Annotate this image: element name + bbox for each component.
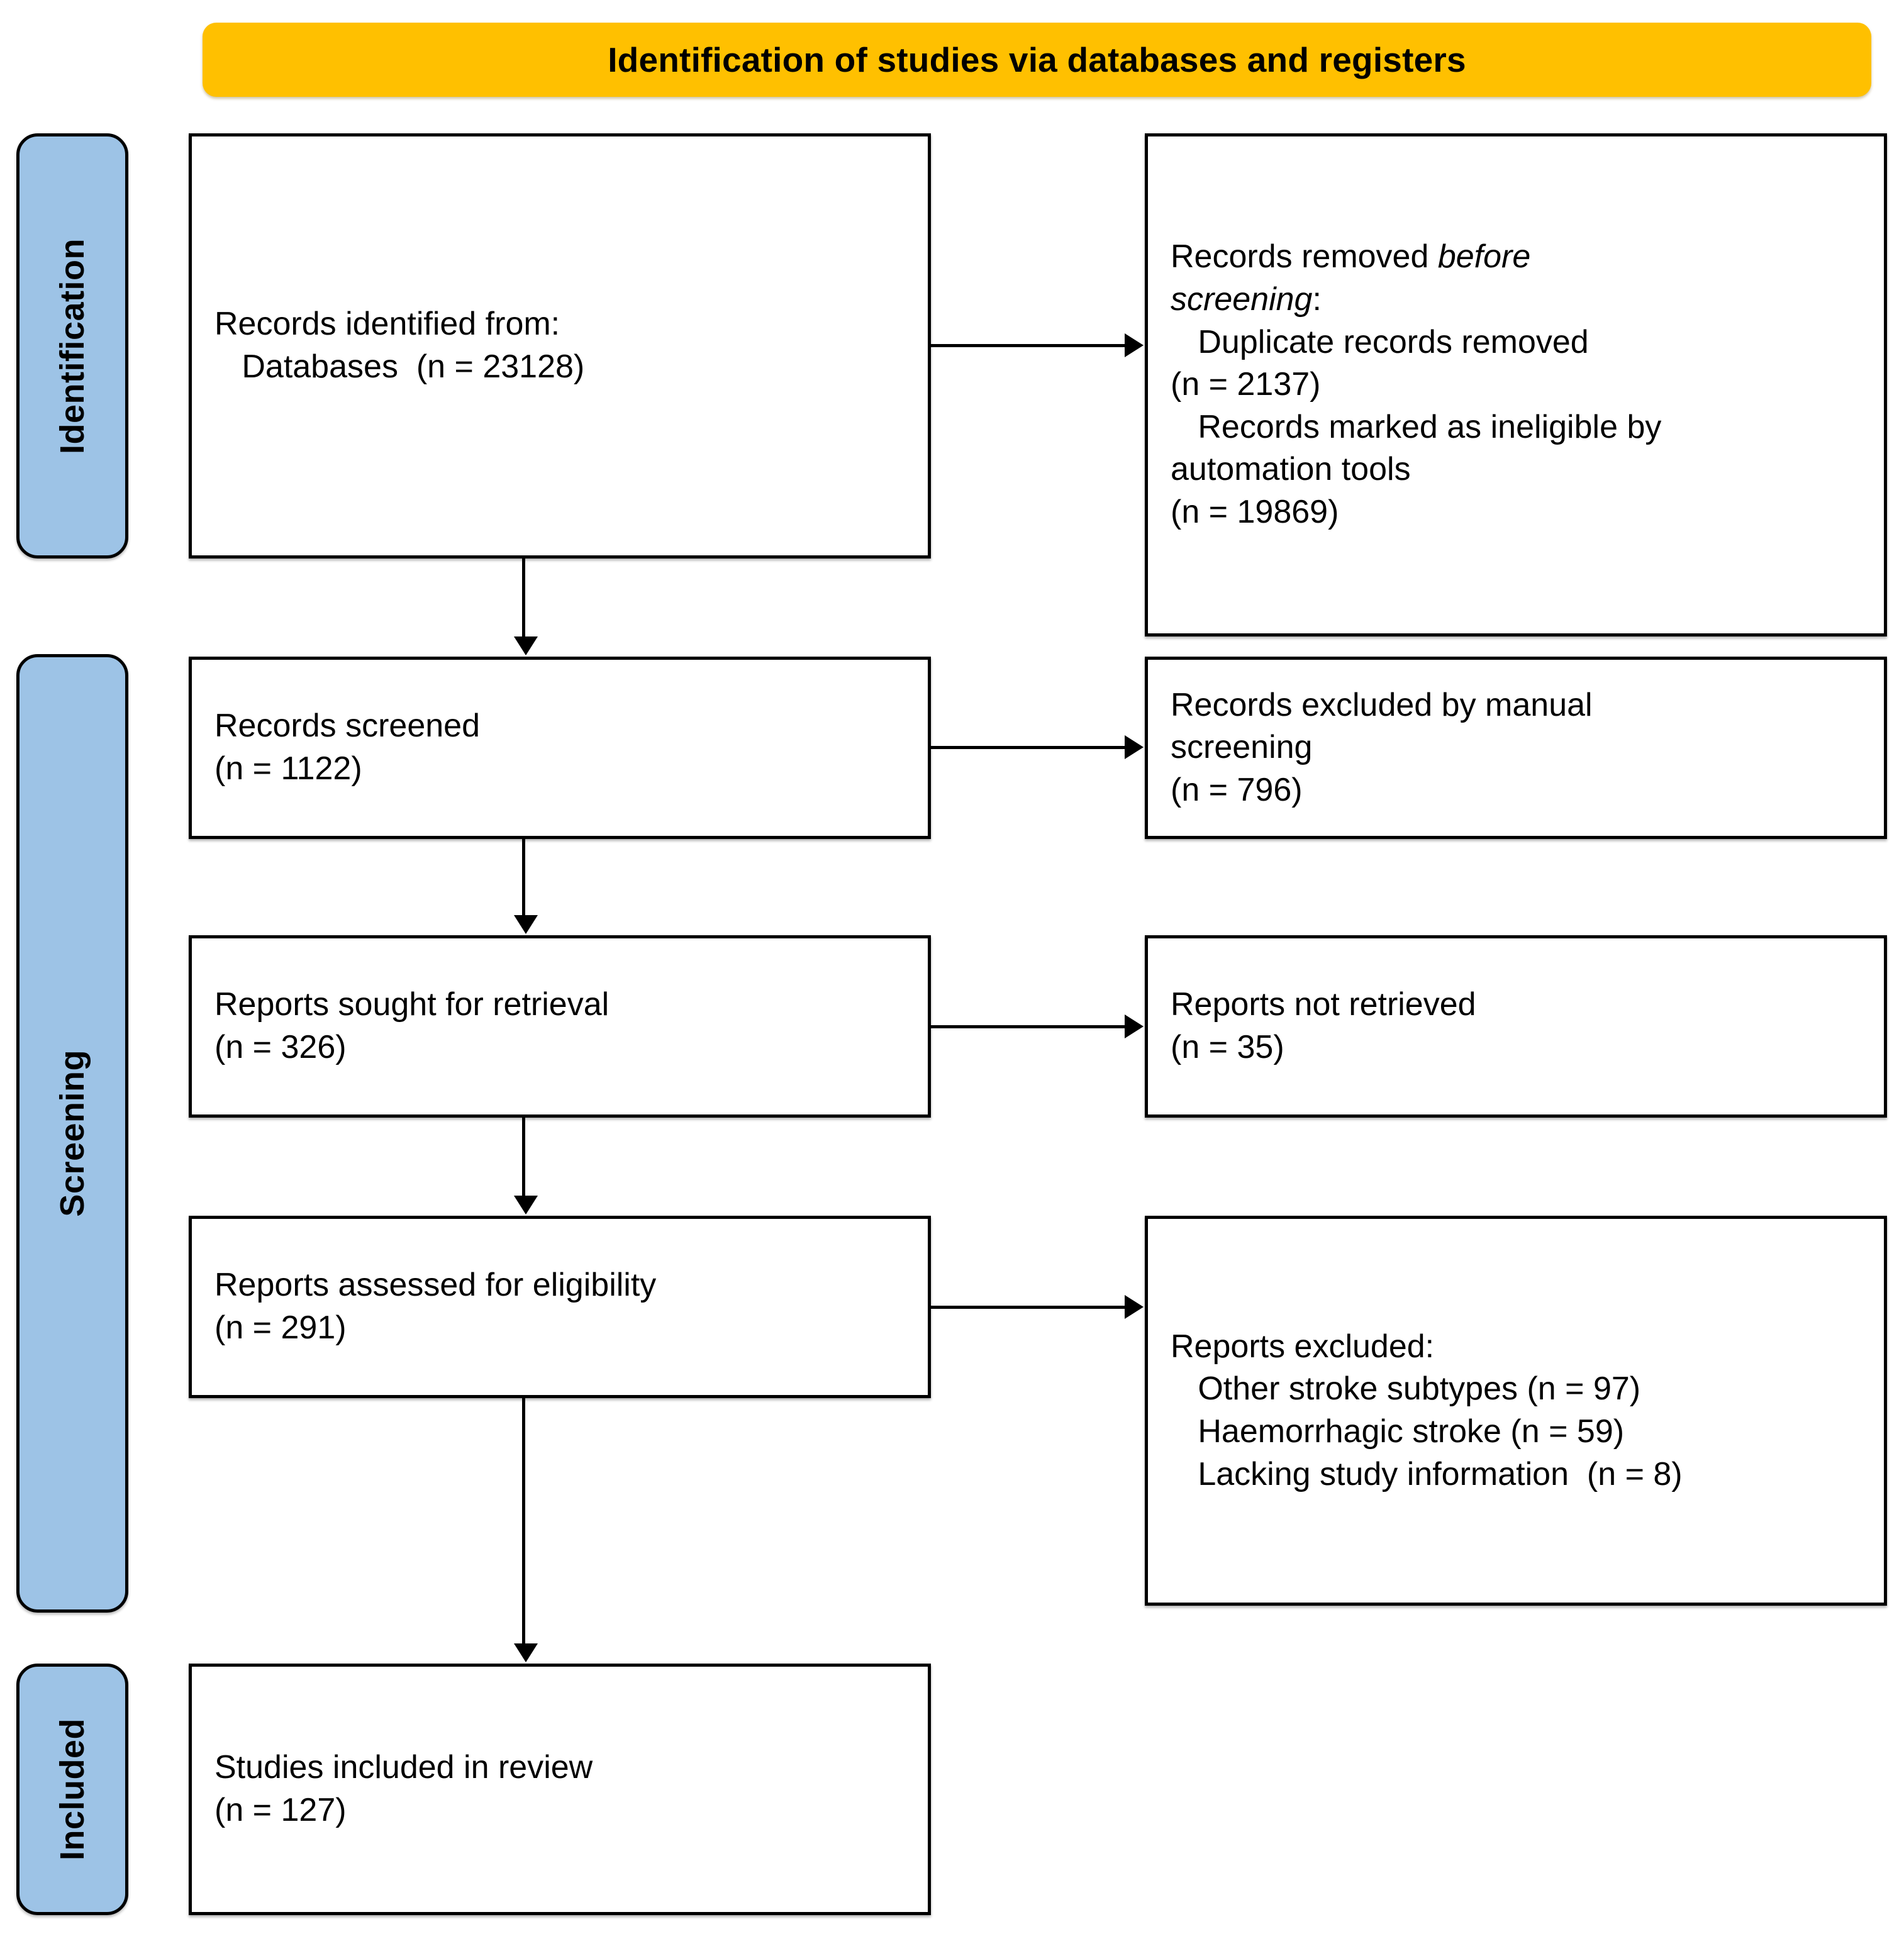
arrow-right-icon [1125,333,1144,357]
connector-sought-to-not-retrieved [931,1025,1126,1028]
box-reports-sought: Reports sought for retrieval(n = 326) [189,935,931,1118]
connector-identified-to-screened [522,559,525,638]
box-reports-sought-text: Reports sought for retrieval(n = 326) [214,986,610,1065]
stage-label-screening: Screening [53,1050,91,1217]
box-studies-included: Studies included in review(n = 127) [189,1664,931,1915]
box-reports-assessed: Reports assessed for eligibility(n = 291… [189,1216,931,1398]
connector-sought-to-assessed [522,1118,525,1197]
stage-bar-screening: Screening [16,654,128,1613]
arrow-down-icon [514,636,538,655]
box-reports-not-retrieved-text: Reports not retrieved(n = 35) [1171,986,1476,1065]
connector-assessed-to-excluded [931,1306,1126,1309]
stage-label-included: Included [53,1718,91,1860]
arrow-right-icon [1125,1014,1144,1038]
box-reports-assessed-text: Reports assessed for eligibility(n = 291… [214,1267,657,1346]
box-reports-excluded-text: Reports excluded: Other stroke subtypes … [1171,1328,1683,1492]
connector-screened-to-excluded-manual [931,746,1126,749]
diagram-title: Identification of studies via databases … [608,40,1466,79]
box-reports-excluded: Reports excluded: Other stroke subtypes … [1145,1216,1887,1606]
box-reports-not-retrieved: Reports not retrieved(n = 35) [1145,935,1887,1118]
box-studies-included-text: Studies included in review(n = 127) [214,1749,593,1828]
diagram-header-banner: Identification of studies via databases … [203,23,1871,97]
box-records-identified: Records identified from: Databases (n = … [189,133,931,559]
stage-bar-included: Included [16,1664,128,1915]
arrow-right-icon [1125,735,1144,759]
arrow-down-icon [514,1643,538,1662]
arrow-down-icon [514,915,538,934]
stage-bar-identification: Identification [16,133,128,559]
arrow-down-icon [514,1196,538,1214]
connector-assessed-to-included [522,1398,525,1645]
box-records-screened: Records screened(n = 1122) [189,657,931,839]
connector-identified-to-removed [931,344,1126,347]
box-records-identified-text: Records identified from: Databases (n = … [214,306,585,385]
stage-label-identification: Identification [53,238,91,454]
connector-screened-to-sought [522,839,525,916]
box-records-screened-text: Records screened(n = 1122) [214,708,480,787]
arrow-right-icon [1125,1295,1144,1319]
